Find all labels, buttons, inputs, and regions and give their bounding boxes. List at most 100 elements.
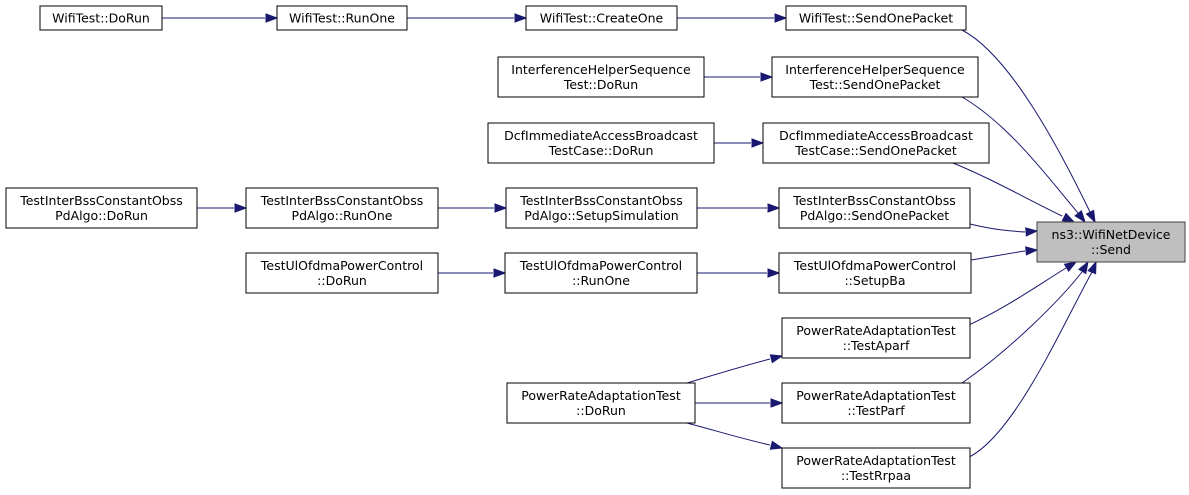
node-wt-createone[interactable]: WifiTest::CreateOne: [525, 5, 678, 31]
node-box: [39, 5, 163, 31]
arrowhead: [493, 268, 507, 278]
arrowhead: [1061, 212, 1076, 223]
node-label: PowerRateAdaptationTest: [521, 388, 681, 403]
edge-pra-dorun-to-pra-testparf: [695, 398, 784, 408]
arrowhead: [769, 354, 784, 364]
edge-line: [961, 96, 1079, 214]
edge-pra-testparf-to-send: [961, 260, 1089, 384]
edge-line: [961, 267, 1067, 329]
edge-line: [686, 422, 771, 446]
node-box: [781, 382, 971, 424]
nodes-layer: WifiTest::DoRun WifiTest::RunOne WifiTest:…: [5, 5, 1186, 489]
node-box: [771, 56, 979, 98]
node-label: Test::DoRun: [563, 77, 638, 92]
node-label: ::TestAparf: [843, 338, 910, 353]
node-pra-testrrpaa[interactable]: PowerRateAdaptationTest::TestRrpaa: [781, 447, 971, 489]
edges-layer: [162, 13, 1097, 461]
node-label: PdAlgo::SetupSimulation: [524, 208, 678, 223]
edge-line: [961, 29, 1091, 213]
node-label: WifiTest::CreateOne: [540, 11, 664, 26]
edge-line: [970, 250, 1026, 261]
node-label: TestInterBssConstantObss: [19, 193, 183, 208]
node-label: WifiTest::RunOne: [289, 11, 395, 26]
node-send[interactable]: ns3::WifiNetDevice::Send: [1036, 221, 1186, 263]
node-pra-testparf[interactable]: PowerRateAdaptationTest::TestParf: [781, 382, 971, 424]
node-box: [781, 317, 971, 359]
node-label: TestUlOfdmaPowerControl: [260, 258, 423, 273]
edge-tib-runone-to-tib-setupsimulation: [438, 203, 508, 213]
arrowhead: [1074, 210, 1086, 224]
node-box: [525, 5, 678, 31]
edge-ulo-dorun-to-ulo-runone: [438, 268, 507, 278]
edge-dcf-sendonepacket-to-send: [952, 162, 1076, 223]
edge-pra-testrrpaa-to-send: [961, 260, 1097, 461]
arrowhead: [1085, 209, 1096, 224]
node-ulo-setupba[interactable]: TestUlOfdmaPowerControl::SetupBa: [778, 252, 972, 294]
node-wt-dorun[interactable]: WifiTest::DoRun: [39, 5, 163, 31]
node-label: DcfImmediateAccessBroadcast: [779, 128, 973, 143]
node-label: Test::SendOnePacket: [809, 77, 941, 92]
arrowhead: [265, 13, 279, 23]
edge-line: [952, 162, 1063, 217]
node-label: InterferenceHelperSequence: [785, 62, 965, 77]
arrowhead: [767, 268, 781, 278]
arrowhead: [1063, 261, 1078, 272]
edge-tib-setupsimulation-to-tib-sendonepacket: [697, 203, 781, 213]
edge-wt-dorun-to-wt-runone: [162, 13, 279, 23]
node-label: ns3::WifiNetDevice: [1052, 227, 1171, 242]
node-box: [762, 122, 990, 164]
node-tib-setupsimulation[interactable]: TestInterBssConstantObssPdAlgo::SetupSim…: [505, 187, 698, 229]
node-label: TestInterBssConstantObss: [519, 193, 683, 208]
node-label: WifiTest::DoRun: [52, 11, 150, 26]
node-pra-testaparf[interactable]: PowerRateAdaptationTest::TestAparf: [781, 317, 971, 359]
arrowhead: [769, 440, 784, 450]
node-label: TestUlOfdmaPowerControl: [519, 258, 682, 273]
node-label: ::DoRun: [576, 403, 626, 418]
arrowhead: [770, 398, 784, 408]
node-box: [276, 5, 408, 31]
edge-line: [969, 223, 1026, 233]
node-box: [245, 187, 439, 229]
node-ihs-sendonepacket[interactable]: InterferenceHelperSequenceTest::SendOneP…: [771, 56, 979, 98]
node-label: ::TestParf: [847, 403, 905, 418]
arrowhead: [1078, 260, 1089, 275]
edge-wt-sendonepacket-to-send: [961, 29, 1096, 224]
arrowhead: [1025, 227, 1039, 237]
node-box: [505, 187, 698, 229]
node-label: WifiTest::SendOnePacket: [799, 11, 953, 26]
node-dcf-sendonepacket[interactable]: DcfImmediateAccessBroadcastTestCase::Sen…: [762, 122, 990, 164]
node-box: [5, 187, 198, 229]
node-pra-dorun[interactable]: PowerRateAdaptationTest::DoRun: [506, 382, 696, 424]
node-tib-sendonepacket[interactable]: TestInterBssConstantObssPdAlgo::SendOneP…: [778, 187, 971, 229]
node-box: [487, 122, 715, 164]
edge-tib-sendonepacket-to-send: [969, 223, 1039, 237]
node-label: PowerRateAdaptationTest: [796, 388, 956, 403]
node-label: PowerRateAdaptationTest: [796, 453, 956, 468]
node-label: ::SetupBa: [844, 273, 905, 288]
edge-wt-runone-to-wt-createone: [407, 13, 528, 23]
node-label: PowerRateAdaptationTest: [796, 323, 956, 338]
node-label: PdAlgo::SendOnePacket: [800, 208, 949, 223]
edge-dcf-dorun-to-dcf-sendonepacket: [714, 138, 765, 148]
node-ulo-dorun[interactable]: TestUlOfdmaPowerControl::DoRun: [245, 252, 439, 294]
node-label: TestCase::SendOnePacket: [794, 143, 957, 158]
node-dcf-dorun[interactable]: DcfImmediateAccessBroadcastTestCase::DoR…: [487, 122, 715, 164]
node-ulo-runone[interactable]: TestUlOfdmaPowerControl::RunOne: [504, 252, 698, 294]
edge-line: [961, 271, 1093, 461]
edge-pra-testaparf-to-send: [961, 261, 1078, 329]
edge-ihs-sendonepacket-to-send: [961, 96, 1086, 224]
node-wt-sendonepacket[interactable]: WifiTest::SendOnePacket: [785, 5, 967, 31]
node-label: PdAlgo::DoRun: [55, 208, 148, 223]
node-box: [785, 5, 967, 31]
edge-ulo-runone-to-ulo-setupba: [697, 268, 781, 278]
node-wt-runone[interactable]: WifiTest::RunOne: [276, 5, 408, 31]
arrowhead: [234, 203, 248, 213]
arrowhead: [767, 203, 781, 213]
node-box: [506, 382, 696, 424]
node-label: TestInterBssConstantObss: [260, 193, 424, 208]
node-label: TestInterBssConstantObss: [792, 193, 956, 208]
